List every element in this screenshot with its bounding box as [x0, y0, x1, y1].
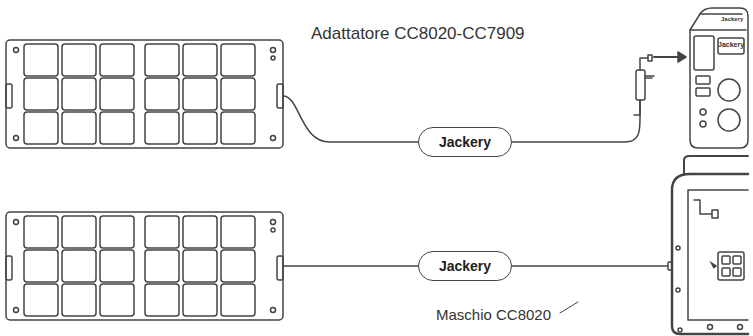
device-logo: Jackery — [718, 41, 744, 48]
leader-line — [560, 302, 578, 313]
solar-panel — [6, 40, 283, 148]
device-logo: Jackery — [721, 16, 743, 22]
arrow-head — [678, 52, 686, 62]
cable — [512, 265, 668, 267]
power-station-back — [672, 156, 748, 334]
cable-label-pill: Jackery — [418, 251, 512, 281]
adapter — [636, 70, 645, 100]
brand-text: Jackery — [439, 258, 491, 274]
spacer — [630, 78, 638, 79]
adapter — [634, 100, 640, 115]
cable-label-pill: Jackery — [418, 127, 512, 157]
cable — [283, 96, 418, 142]
solar-panel — [6, 212, 283, 320]
cable — [512, 100, 640, 142]
adapter — [640, 55, 654, 78]
callout-label: Maschio CC8020 — [436, 306, 551, 323]
brand-text: Jackery — [439, 134, 491, 150]
power-station — [690, 8, 748, 148]
arrow-line — [654, 56, 680, 58]
cable — [283, 265, 418, 267]
callout-label: Adattatore CC8020-CC7909 — [311, 24, 525, 44]
